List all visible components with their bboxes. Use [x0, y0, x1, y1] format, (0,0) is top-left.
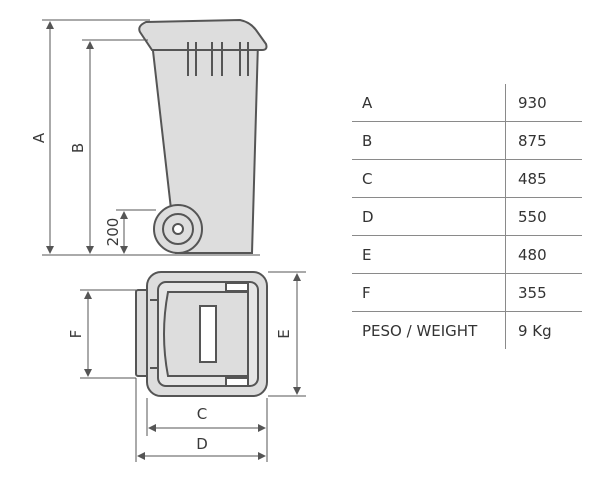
table-row: F 355 [352, 273, 582, 312]
dimension-spec-table: A 930 B 875 C 485 D 550 E 480 F 355 PESO… [352, 84, 582, 349]
spec-value-weight: 9 Kg [518, 321, 552, 340]
spec-key: A [352, 84, 506, 122]
spec-value: 875 [505, 121, 582, 160]
dimension-c-label: C [197, 405, 207, 423]
dimension-e-label: E [275, 329, 293, 338]
bin-lid [138, 18, 268, 51]
dimension-200-label: 200 [104, 218, 122, 247]
dimension-b-label: B [69, 143, 87, 153]
table-row: A 930 [352, 84, 582, 122]
spec-key: C [352, 159, 506, 198]
table-row: D 550 [352, 197, 582, 236]
corner-tab [225, 282, 249, 292]
spec-value: 480 [505, 235, 582, 274]
spec-key: B [352, 121, 506, 160]
spec-value: 485 [505, 159, 582, 198]
spec-key: D [352, 197, 506, 236]
table-row: PESO / WEIGHT 9 Kg [352, 311, 582, 349]
spec-key-weight: PESO / WEIGHT [352, 311, 506, 349]
spec-value: 930 [505, 84, 582, 122]
bin-top-view [135, 271, 268, 397]
spec-value: 355 [505, 273, 582, 312]
wheel-hub [172, 223, 184, 235]
lid-slot [199, 305, 217, 363]
table-row: B 875 [352, 121, 582, 160]
dimension-d-label: D [196, 435, 208, 453]
spec-key: E [352, 235, 506, 274]
dimension-lines [42, 19, 306, 462]
spec-value: 550 [505, 197, 582, 236]
bin-side-view [138, 18, 268, 254]
dimension-f-label: F [67, 330, 85, 339]
corner-tab [225, 377, 249, 387]
spec-key: F [352, 273, 506, 312]
dimension-a-label: A [30, 132, 48, 143]
table-row: E 480 [352, 235, 582, 274]
table-row: C 485 [352, 159, 582, 198]
